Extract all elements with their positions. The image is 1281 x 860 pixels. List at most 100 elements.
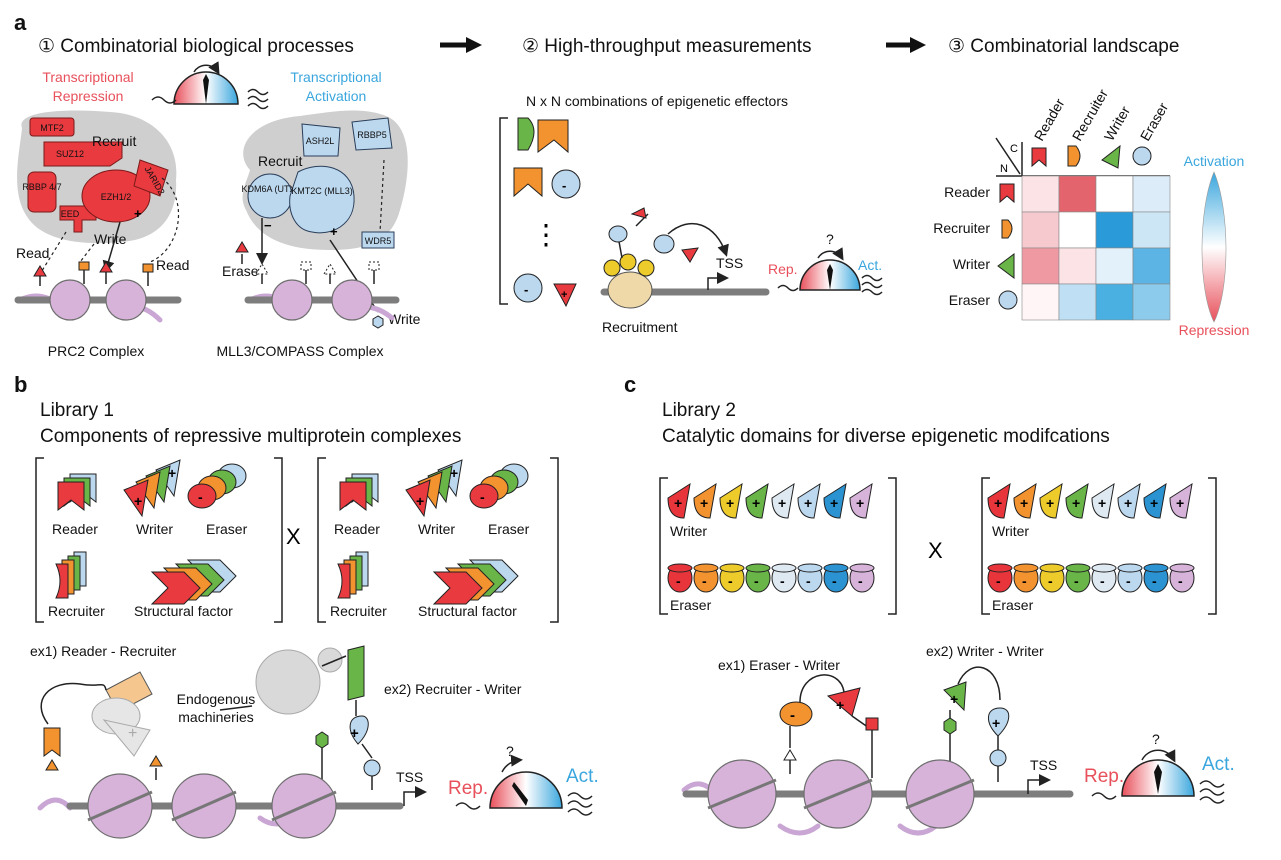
col-label-writer: Writer: [1101, 103, 1134, 143]
rbbp-protein: [27, 171, 57, 213]
svg-text:+: +: [168, 465, 176, 481]
heatmap-cell: [1132, 247, 1171, 285]
row-label-writer: Writer: [953, 256, 990, 272]
eraser-minus: -: [858, 573, 863, 589]
svg-text:+: +: [836, 697, 844, 713]
lib1-ex1: ex1) Reader - Recruiter: [30, 643, 177, 659]
writer-plus: +: [804, 495, 812, 511]
lib1-times: X: [286, 524, 301, 549]
nxn-bracket: - ⋮ - +: [499, 117, 581, 308]
writer-plus: +: [1124, 495, 1132, 511]
step-1-title: ① Combinatorial biological processes: [38, 36, 354, 57]
row-label-eraser: Eraser: [949, 292, 991, 308]
writer-plus: +: [1098, 495, 1106, 511]
heatmap-cell: [1132, 175, 1171, 213]
svg-text:+: +: [561, 289, 567, 301]
activation-label-line2: Activation: [306, 88, 367, 104]
recruiter-glyph: [517, 117, 535, 151]
writer-plus: +: [1176, 495, 1184, 511]
writer-plus: +: [1072, 495, 1080, 511]
rbbp5-label: RBBP5: [357, 130, 387, 140]
library-1-subtitle: Components of repressive multiprotein co…: [40, 426, 461, 447]
lib2-right-writer-row: ++++++++: [987, 482, 1193, 519]
eraser-domain-top: [667, 563, 693, 573]
eraser-domain-top: [771, 563, 797, 573]
kdm6a-minus: −: [264, 218, 272, 233]
lib2-right-writer-label: Writer: [992, 523, 1029, 539]
eraser-glyph-2: [513, 273, 543, 303]
heatmap-cell: [1095, 283, 1134, 321]
mll3-chromatin: [235, 241, 400, 329]
writer-plus: +: [1020, 495, 1028, 511]
ezh-protein: [81, 169, 151, 223]
lib1-ex2: ex2) Recruiter - Writer: [384, 681, 522, 697]
kdm6a-protein: [247, 173, 293, 219]
svg-text:-: -: [524, 282, 528, 297]
lib2-left-writer-row: ++++++++: [667, 482, 873, 519]
writer-domain: [745, 482, 769, 519]
svg-text:+: +: [450, 465, 458, 481]
eraser-domain-top: [1143, 563, 1169, 573]
writer-domain: [771, 482, 795, 519]
heatmap-cell: [1095, 175, 1134, 213]
question-c: ?: [1152, 731, 1160, 747]
row-label-recruiter: Recruiter: [933, 220, 990, 236]
lib1-right-eraser: Eraser: [488, 521, 530, 537]
eraser-domain-top: [719, 563, 745, 573]
heatmap: N C Reader Recruiter Writer Eraser Reade…: [933, 86, 1249, 338]
tss-label-b: TSS: [396, 769, 423, 785]
eraser-domain-top: [849, 563, 875, 573]
writer-domain: [719, 482, 743, 519]
prc2-recruit-label: Recruit: [92, 133, 136, 149]
writer-plus: +: [752, 495, 760, 511]
writer-plus: +: [1046, 495, 1054, 511]
lib1-example-scheme: + + TSS: [37, 645, 427, 839]
heatmap-cell: [1095, 247, 1134, 285]
eraser-domain-top: [1091, 563, 1117, 573]
lib1-right-recruiter: Recruiter: [330, 603, 387, 619]
gauge-c: Rep. Act. ?: [1084, 731, 1235, 804]
eraser-stack: -: [187, 463, 247, 509]
writer-domain: [849, 482, 873, 519]
prc2-chromatin: [14, 261, 182, 323]
svg-text:+: +: [416, 493, 424, 509]
library-2-title: Library 2: [662, 400, 736, 421]
prc2-read-right-label: Read: [156, 257, 189, 273]
prc2-read-left-label: Read: [16, 245, 49, 261]
eed-label: EED: [61, 209, 80, 219]
eraser-domain-top: [693, 563, 719, 573]
mll3-complex-name: MLL3/COMPASS Complex: [216, 343, 383, 359]
svg-text:-: -: [198, 489, 203, 505]
lib2-left-eraser-row: --------: [667, 563, 875, 593]
ash2l-label: ASH2L: [306, 136, 335, 146]
kdm6a-label: KDM6A (UTX): [241, 184, 298, 194]
activation-label-line1: Transcriptional: [290, 69, 381, 85]
lib2-left-writer-label: Writer: [670, 523, 707, 539]
lib2-example-scheme: - + + + TSS: [681, 666, 1074, 836]
recruiter-stack: [55, 551, 87, 599]
eraser-minus: -: [806, 573, 811, 589]
eraser-domain-top: [797, 563, 823, 573]
heatmap-activation-label: Activation: [1184, 153, 1245, 169]
reader-stack: [57, 473, 97, 512]
writer-plus: +: [1150, 495, 1158, 511]
library-1-title: Library 1: [40, 400, 114, 421]
eraser-minus: -: [1152, 573, 1157, 589]
mll3-write-label: Write: [388, 311, 421, 327]
act-label-c: Act.: [1202, 754, 1235, 775]
library-1-left-bracket: + + - Reader Writer Eraser Recruiter Str…: [35, 457, 283, 623]
row-label-reader: Reader: [944, 184, 990, 200]
rep-label-c: Rep.: [1084, 766, 1124, 787]
lib1-left-recruiter: Recruiter: [48, 603, 105, 619]
eraser-minus: -: [1022, 573, 1027, 589]
eraser-minus: -: [996, 573, 1001, 589]
eraser-domain-top: [745, 563, 771, 573]
tss-label-c: TSS: [1030, 757, 1057, 773]
writer-domain: [1013, 482, 1037, 519]
gauge-a: Rep. Act. ?: [768, 231, 883, 296]
heatmap-cell: [1058, 283, 1097, 321]
prc2-complex-name: PRC2 Complex: [48, 343, 144, 359]
kmt2c-label: KMT2C (MLL3): [291, 186, 353, 196]
svg-text:+: +: [992, 715, 1000, 731]
